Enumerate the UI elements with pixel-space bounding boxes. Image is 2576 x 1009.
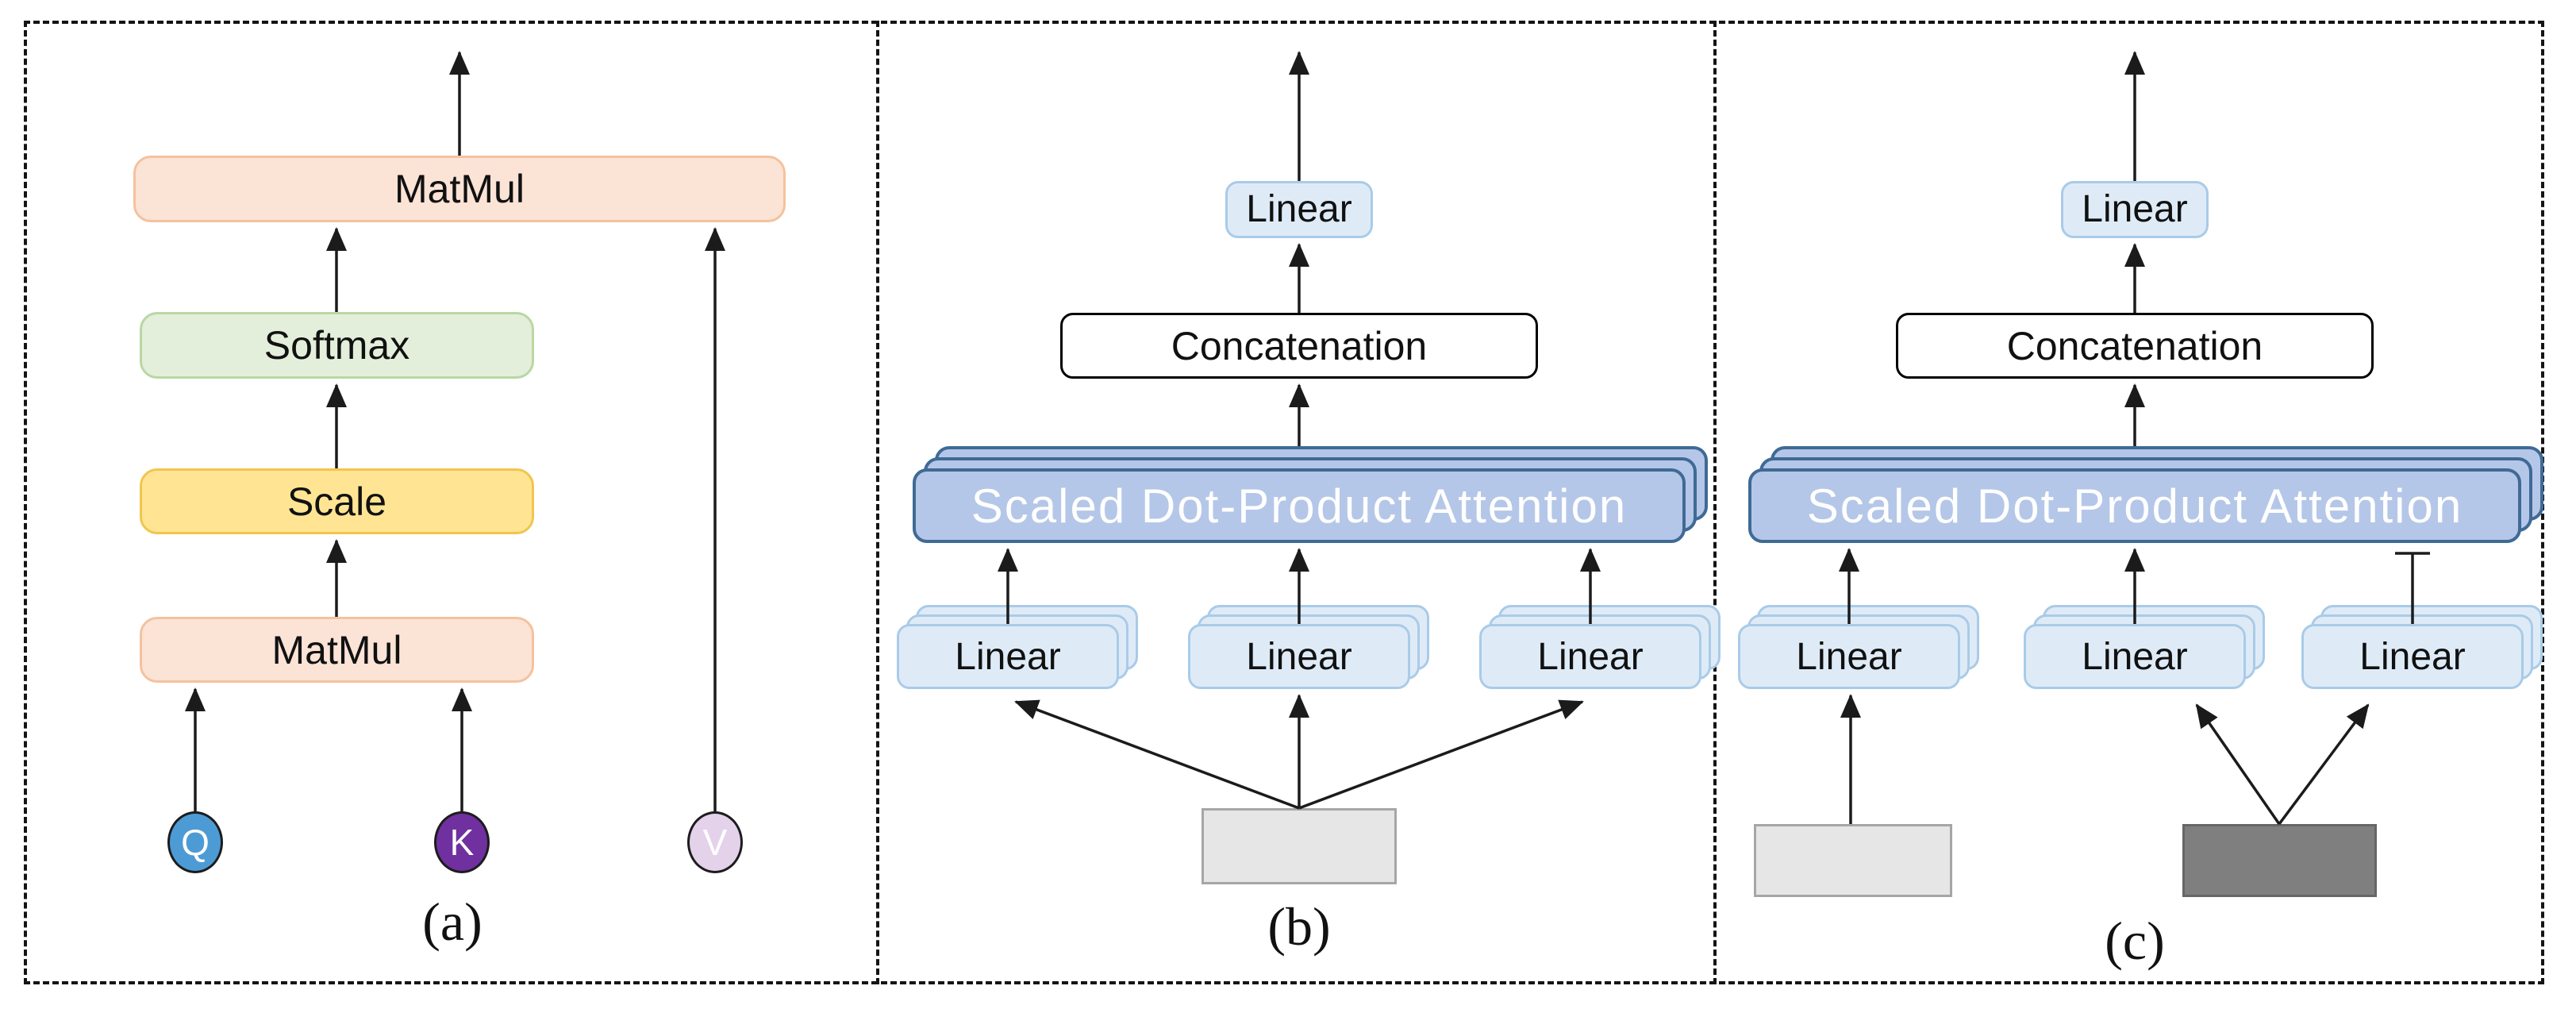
concatenation-box: Concatenation <box>1896 313 2374 379</box>
context-input-box <box>2182 824 2377 897</box>
shared-input-box <box>1201 808 1397 884</box>
linear-left-stack: Linear <box>897 605 1138 689</box>
query-input-box <box>1754 824 1952 897</box>
concatenation-box: Concatenation <box>1060 313 1538 379</box>
query-circle: Q <box>167 811 223 873</box>
linear-right-label: Linear <box>2301 624 2524 689</box>
linear-output-box: Linear <box>1225 181 1373 238</box>
softmax-box: Softmax <box>140 312 534 379</box>
linear-mid-label: Linear <box>1188 624 1410 689</box>
panel-separator-ab <box>876 21 879 984</box>
linear-left-label: Linear <box>1738 624 1960 689</box>
scale-box: Scale <box>140 468 534 534</box>
caption-c: (c) <box>2105 911 2165 971</box>
linear-right-stack: Linear <box>2301 605 2543 689</box>
linear-mid-label: Linear <box>2024 624 2246 689</box>
linear-left-label: Linear <box>897 624 1119 689</box>
attention-label: Scaled Dot-Product Attention <box>1748 468 2521 543</box>
matmul-bottom-box: MatMul <box>140 617 534 683</box>
panel-separator-bc <box>1713 21 1717 984</box>
caption-a: (a) <box>422 892 483 952</box>
linear-left-stack: Linear <box>1738 605 1979 689</box>
linear-output-box: Linear <box>2061 181 2209 238</box>
caption-b: (b) <box>1267 896 1331 957</box>
linear-right-label: Linear <box>1479 624 1701 689</box>
linear-right-stack: Linear <box>1479 605 1721 689</box>
value-circle: V <box>687 811 743 873</box>
attention-label: Scaled Dot-Product Attention <box>913 468 1686 543</box>
linear-mid-stack: Linear <box>2024 605 2265 689</box>
matmul-top-box: MatMul <box>133 156 786 222</box>
key-circle: K <box>434 811 490 873</box>
scaled-dot-product-attention-stack: Scaled Dot-Product Attention <box>913 446 1708 543</box>
scaled-dot-product-attention-stack: Scaled Dot-Product Attention <box>1748 446 2543 543</box>
linear-mid-stack: Linear <box>1188 605 1429 689</box>
